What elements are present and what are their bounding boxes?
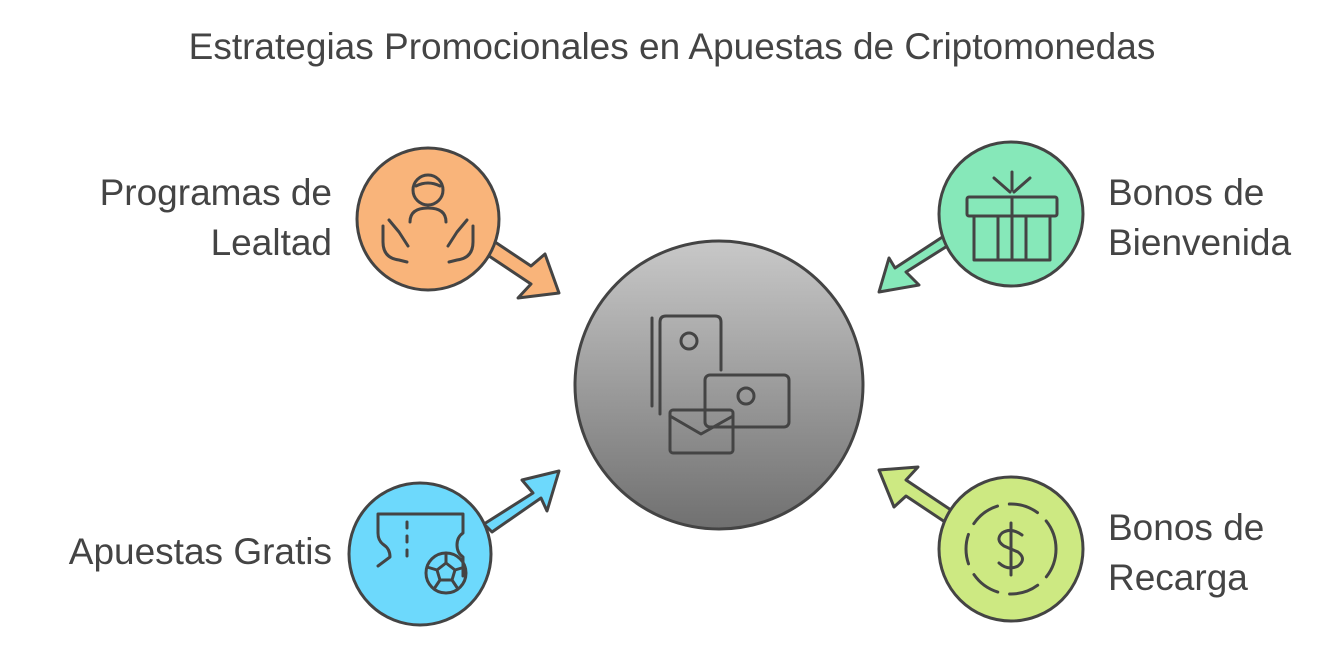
welcome-label-line2: Bienvenida	[1108, 222, 1292, 263]
recharge-label: Bonos de Recarga	[1108, 503, 1338, 603]
center-node	[573, 239, 865, 531]
dollar-coin-icon	[964, 502, 1058, 596]
hands-person-icon	[381, 173, 475, 264]
arrow-free-bets-to-center	[482, 469, 561, 534]
welcome-label-line1: Bonos de	[1108, 172, 1265, 213]
free-bets-node	[347, 481, 493, 627]
recharge-label-line2: Recarga	[1108, 557, 1248, 598]
loyalty-node	[355, 146, 501, 292]
gift-box-icon	[965, 170, 1059, 262]
free-bets-label: Apuestas Gratis	[30, 527, 332, 577]
welcome-node	[937, 140, 1085, 288]
loyalty-label: Programas de Lealtad	[70, 168, 332, 268]
welcome-label: Bonos de Bienvenida	[1108, 168, 1338, 268]
free-bets-label-line1: Apuestas Gratis	[68, 531, 332, 572]
recharge-node	[937, 475, 1085, 623]
arrow-welcome-to-center	[877, 232, 962, 294]
loyalty-label-line1: Programas de	[99, 172, 332, 213]
recharge-label-line1: Bonos de	[1108, 507, 1265, 548]
ticket-soccer-ball-icon	[376, 512, 468, 595]
payment-cards-envelope-icon	[650, 314, 791, 455]
loyalty-label-line2: Lealtad	[210, 222, 332, 263]
diagram-title: Estrategias Promocionales en Apuestas de…	[188, 26, 1156, 67]
